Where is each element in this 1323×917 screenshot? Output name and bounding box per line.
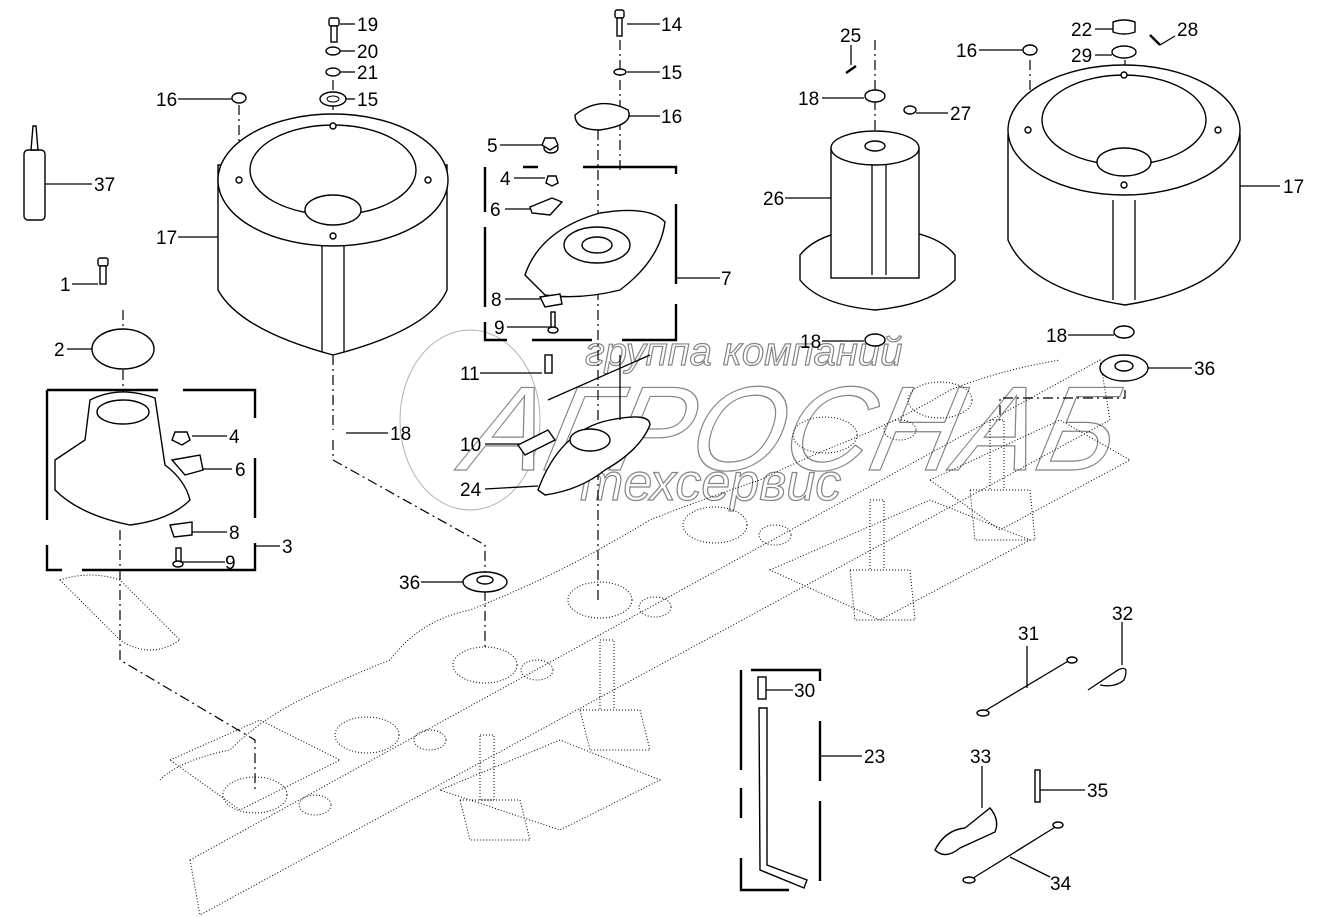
callout-37: 37	[94, 175, 115, 196]
callout-26: 26	[763, 189, 784, 210]
callout-16-right: 16	[956, 41, 977, 62]
callouts: 19 20 21 15 16 37 17 1 2 4 6 8 3 9 18 36…	[45, 15, 1304, 895]
watermark-line3: техсервис	[580, 454, 841, 512]
sealant-tube	[23, 125, 46, 221]
callout-7: 7	[721, 269, 732, 290]
callout-4-left: 4	[229, 427, 240, 448]
callout-21: 21	[357, 63, 378, 84]
lower-blade-parts	[462, 354, 651, 593]
callout-34: 34	[1050, 874, 1072, 895]
callout-18-left: 18	[390, 424, 411, 445]
callout-32: 32	[1112, 604, 1133, 625]
callout-29: 29	[1071, 46, 1092, 67]
callout-23: 23	[864, 747, 885, 768]
callout-19: 19	[357, 15, 378, 36]
callout-24: 24	[460, 480, 482, 501]
callout-2: 2	[54, 340, 65, 361]
callout-31: 31	[1018, 624, 1039, 645]
watermark: группа компаний АГРОСНАБ техсервис	[399, 329, 1134, 513]
watermark-line1: группа компаний	[585, 330, 902, 374]
cutter-bar-frame	[59, 359, 1132, 916]
callout-35: 35	[1087, 781, 1108, 802]
callout-8-left: 8	[229, 523, 240, 544]
left-drum-fasteners	[231, 17, 347, 107]
callout-20: 20	[357, 42, 378, 63]
callout-25: 25	[840, 26, 861, 47]
drum-right	[1007, 19, 1241, 382]
callout-5: 5	[487, 136, 498, 157]
callout-3: 3	[282, 537, 293, 558]
housing-assembly-3	[45, 257, 257, 572]
blade-assembly-7	[483, 9, 678, 342]
callout-36-center: 36	[399, 573, 420, 594]
callout-10: 10	[460, 435, 481, 456]
hub-26	[799, 65, 956, 347]
callout-17-left: 17	[156, 228, 177, 249]
callout-28: 28	[1177, 20, 1198, 41]
accessory-parts	[934, 656, 1127, 884]
callout-22: 22	[1071, 20, 1092, 41]
callout-30: 30	[794, 681, 815, 702]
callout-18-center: 18	[800, 332, 821, 353]
callout-6-center: 6	[490, 200, 501, 221]
callout-9-center: 9	[494, 318, 505, 339]
callout-18-top: 18	[798, 89, 819, 110]
callout-8-center: 8	[491, 290, 502, 311]
callout-9-left: 9	[225, 553, 236, 574]
callout-16-left: 16	[156, 90, 177, 111]
callout-33: 33	[970, 747, 991, 768]
callout-36-right: 36	[1194, 359, 1215, 380]
callout-14: 16	[661, 107, 682, 128]
callout-12: 14	[661, 15, 683, 36]
callout-11: 11	[460, 364, 480, 385]
callout-27: 27	[950, 104, 971, 125]
drum-left	[217, 113, 449, 356]
callout-4-center: 4	[500, 169, 511, 190]
callout-1: 1	[60, 275, 71, 296]
callout-17-right: 17	[1283, 177, 1304, 198]
callout-13: 15	[661, 63, 682, 84]
callout-15: 15	[357, 90, 378, 111]
callout-18-right: 18	[1046, 326, 1067, 347]
callout-6-left: 6	[235, 460, 246, 481]
bracket-assembly-23	[739, 668, 822, 892]
